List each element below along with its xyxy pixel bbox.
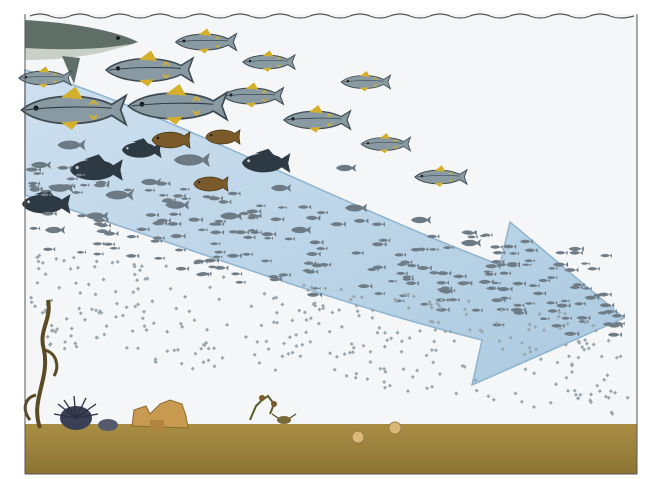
seabed bbox=[25, 424, 637, 474]
